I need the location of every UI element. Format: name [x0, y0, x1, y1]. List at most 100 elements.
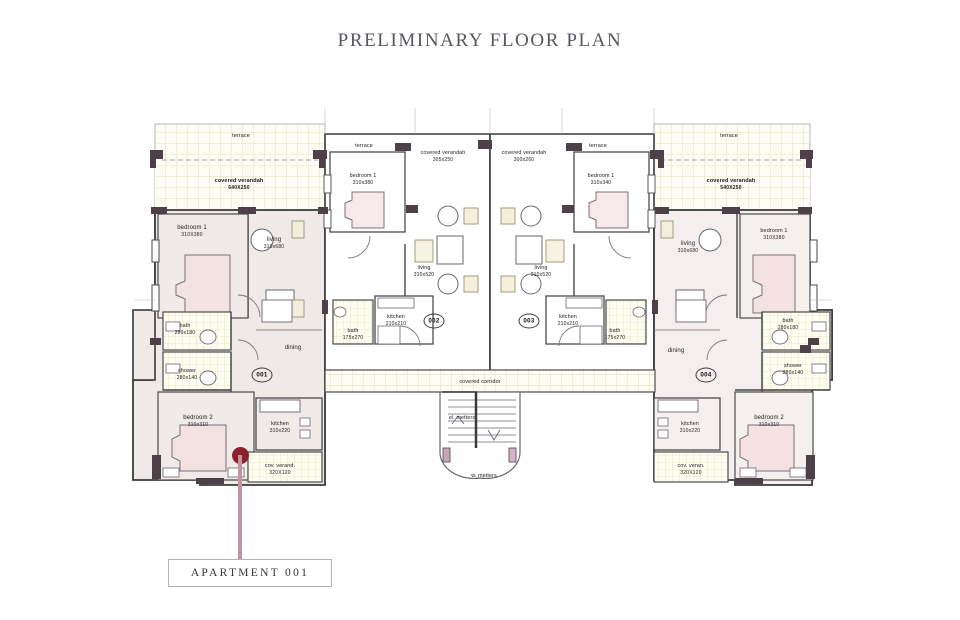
room-name: kitchen	[559, 314, 577, 320]
callout-leader-line	[238, 455, 242, 563]
room-dimension: 640X250	[228, 185, 250, 192]
apartment-callout-box[interactable]: APARTMENT 001	[168, 559, 332, 587]
apartment-number-002[interactable]: 002	[423, 313, 445, 329]
room-name: kitchen	[681, 421, 699, 427]
structural-columns	[150, 140, 819, 484]
room-dimension: 310X380	[763, 235, 785, 242]
room-dimension: 310x520	[530, 272, 552, 279]
room-name: terrace	[355, 143, 373, 149]
room-label: dining	[285, 344, 302, 352]
apartment-number-001[interactable]: 001	[251, 367, 273, 383]
room-label: terrace	[589, 143, 607, 150]
room-label: terrace	[232, 133, 250, 140]
room-name: bath	[782, 318, 794, 324]
room-dimension: 310x680	[677, 248, 699, 255]
room-dimension: 175x270	[342, 335, 364, 342]
room-dimension: 300x260	[513, 157, 535, 164]
apartment-004-rooms	[653, 213, 831, 483]
room-name: bath	[609, 328, 621, 334]
room-label: w. metters	[471, 473, 497, 480]
room-dimension: 310x310	[758, 422, 780, 429]
room-dimension: 310x220	[269, 428, 291, 435]
room-label: el. metters	[449, 415, 475, 422]
room-name: covered verandah	[501, 150, 547, 156]
room-dimension: 210x210	[557, 321, 579, 328]
room-name: covered verandah	[706, 178, 756, 184]
room-dimension: 320X120	[680, 470, 702, 477]
room-name: bedroom 1	[760, 228, 788, 234]
room-dimension: 175x270	[604, 335, 626, 342]
room-dimension: 310x340	[590, 180, 612, 187]
room-name: bath	[347, 328, 359, 334]
room-dimension: 320X120	[269, 470, 291, 477]
room-name: terrace	[589, 143, 607, 149]
apartment-callout-label: APARTMENT 001	[190, 567, 310, 579]
room-name: el. metters	[448, 415, 476, 421]
room-name: cov. verand.	[264, 463, 296, 469]
room-dimension: 310x680	[263, 244, 285, 251]
room-dimension: 280x140	[176, 375, 198, 382]
room-dimension: 310X380	[181, 232, 203, 239]
room-name: dining	[667, 348, 685, 354]
apartment-002-rooms	[323, 151, 479, 347]
room-name: covered corridor	[459, 379, 501, 385]
room-name: kitchen	[387, 314, 405, 320]
room-name: kitchen	[271, 421, 289, 427]
room-dimension: 310x380	[352, 180, 374, 187]
room-name: terrace	[720, 133, 738, 139]
room-dimension: 540X250	[720, 185, 742, 192]
room-name: w. metters	[471, 473, 497, 479]
room-name: living	[417, 265, 431, 271]
apartment-number-004[interactable]: 004	[695, 367, 717, 383]
room-name: living	[266, 237, 282, 243]
room-name: shower	[178, 368, 196, 374]
room-name: living	[534, 265, 548, 271]
room-label: cov. veran.320X120	[677, 463, 704, 477]
page-title: PRELIMINARY FLOOR PLAN	[337, 30, 623, 51]
room-name: bedroom 2	[183, 415, 213, 421]
room-name: bedroom 1	[349, 173, 377, 179]
room-dimension: 310x520	[413, 272, 435, 279]
room-name: dining	[284, 345, 302, 351]
room-label: terrace	[355, 143, 373, 150]
room-name: shower	[784, 363, 802, 369]
room-label: covered corridor	[459, 379, 500, 386]
room-name: cov. veran.	[677, 463, 705, 469]
room-label: terrace	[720, 133, 738, 140]
room-dimension: 310x310	[187, 422, 209, 429]
room-label: dining	[668, 347, 685, 355]
room-name: terrace	[232, 133, 250, 139]
room-dimension: 280x140	[782, 370, 804, 377]
room-name: covered verandah	[214, 178, 264, 184]
room-dimension: 310x220	[679, 428, 701, 435]
apartment-number-003[interactable]: 003	[518, 313, 540, 329]
room-name: bedroom 1	[177, 225, 207, 231]
room-dimension: 305x250	[432, 157, 454, 164]
room-name: bedroom 2	[754, 415, 784, 421]
room-dimension: 280x180	[777, 325, 799, 332]
room-name: covered verandah	[420, 150, 466, 156]
